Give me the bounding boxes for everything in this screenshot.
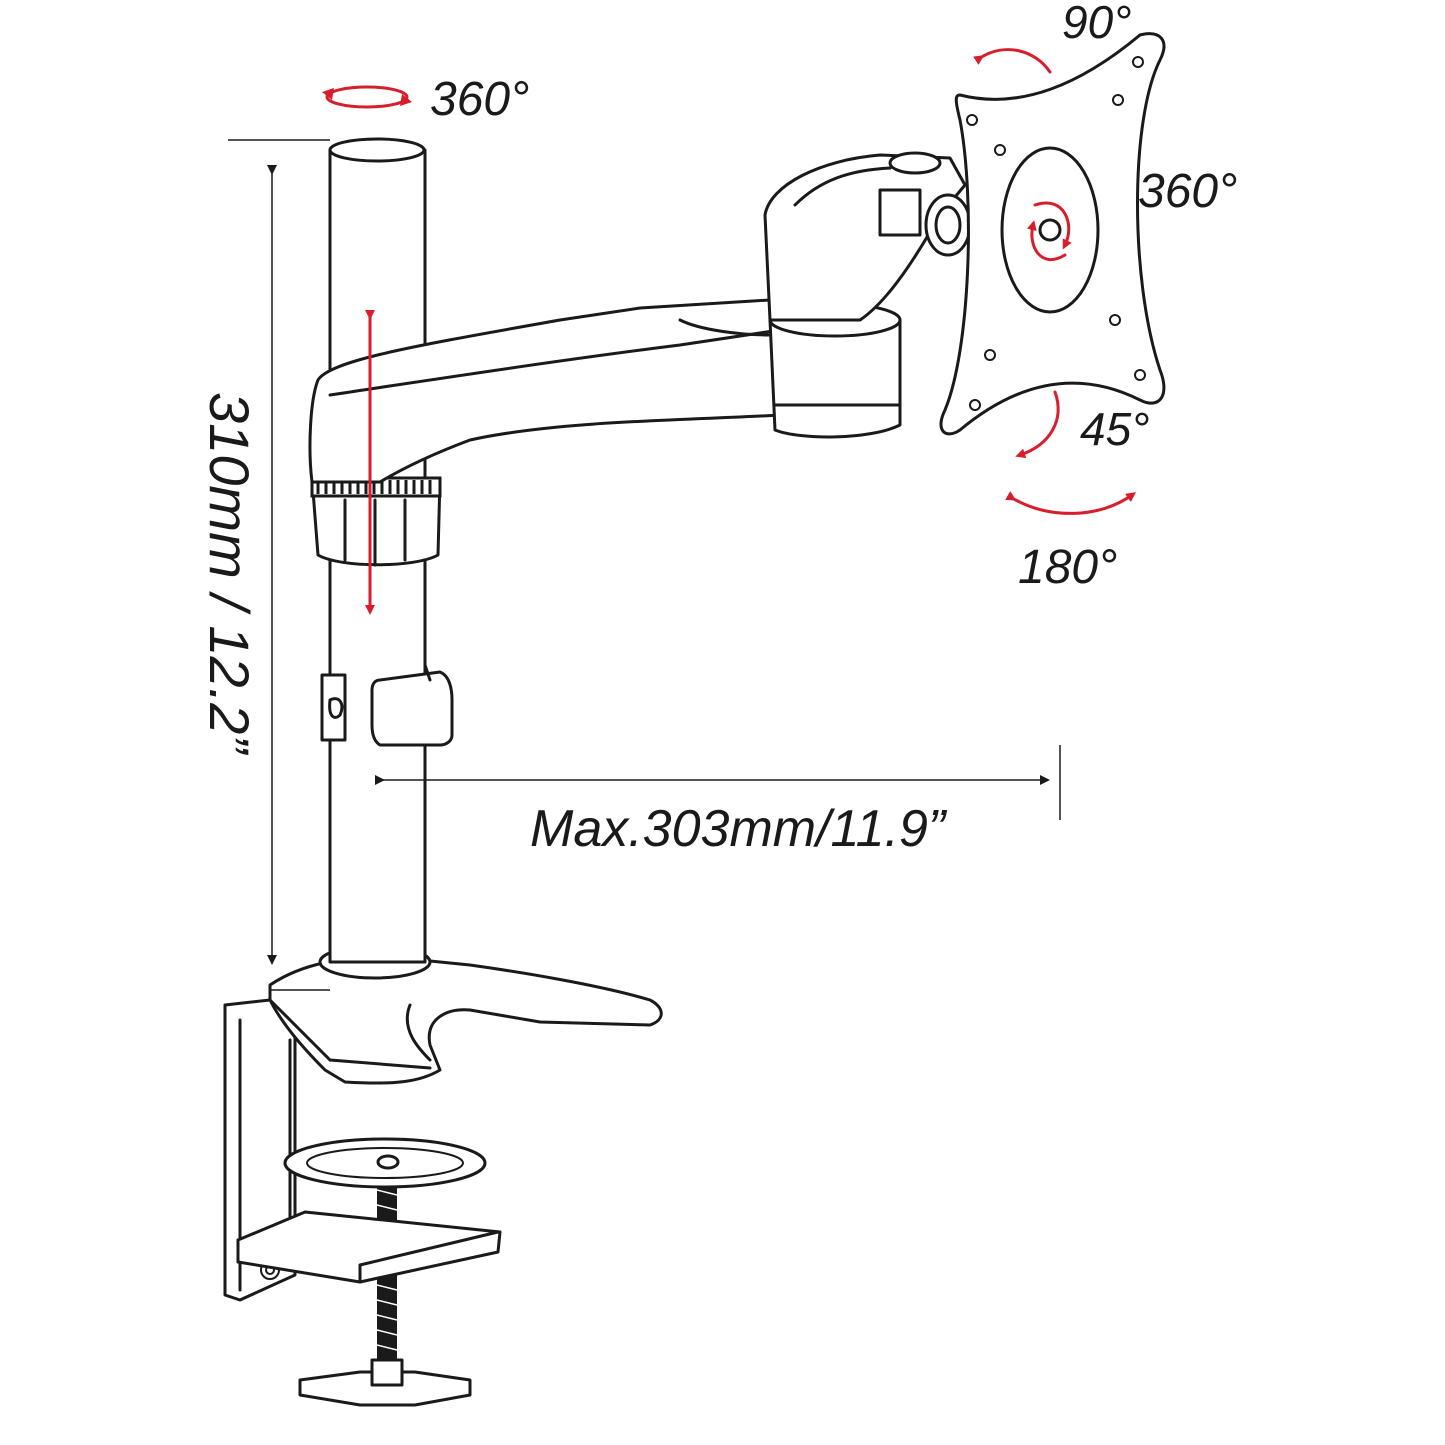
vesa-plate: [939, 32, 1166, 436]
pole-rotation-arrow: [322, 85, 412, 109]
plate-rotation-label: 360°: [1138, 165, 1237, 218]
reach-dimension: [375, 745, 1061, 820]
tilt-top-label: 90°: [1062, 0, 1132, 48]
tilt-bottom-arrow: [1015, 390, 1060, 459]
height-label: 310mm / 12.2”: [198, 392, 261, 755]
arm: [308, 151, 972, 484]
desk-clamp: [223, 998, 502, 1407]
height-collar: [310, 476, 442, 567]
tilt-top-arrow: [973, 48, 1052, 74]
height-dimension: [228, 139, 330, 991]
plate-rotation-arrow: [1026, 201, 1072, 262]
swivel-arrow: [1005, 491, 1137, 515]
base: [268, 944, 663, 1085]
cable-clip: [320, 663, 454, 747]
clamp-handle: [298, 1358, 472, 1407]
tilt-bottom-label: 45°: [1080, 403, 1150, 455]
swivel-label: 180°: [1018, 541, 1117, 594]
reach-label: Max.303mm/11.9”: [530, 800, 948, 858]
pole-rotation-label: 360°: [430, 73, 529, 126]
